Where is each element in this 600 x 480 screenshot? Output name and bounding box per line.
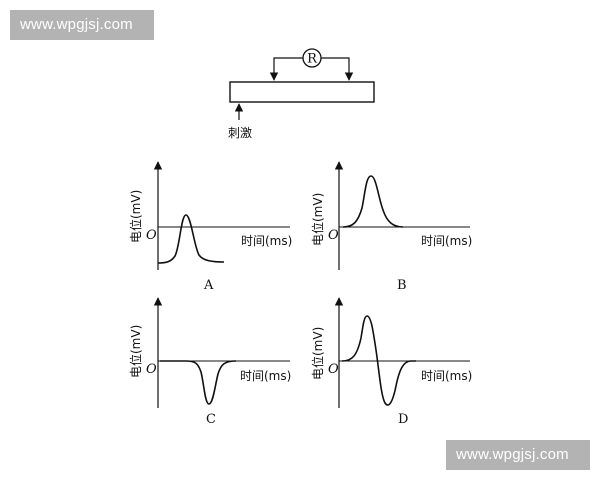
graph-c-curve [160, 360, 237, 405]
graph-d-label: D [398, 412, 408, 427]
graph-a-label: A [203, 278, 214, 293]
graph-a: 电位(mV) O 时间(ms) A [128, 161, 292, 293]
stimulus-label: 刺激 [228, 126, 252, 140]
graph-d-y-label: 电位(mV) [310, 327, 325, 380]
graph-c-label: C [206, 412, 216, 427]
graph-c-x-label: 时间(ms) [240, 369, 291, 383]
graph-c-origin: O [146, 362, 157, 377]
graph-d-origin: O [328, 362, 339, 377]
graph-b-origin: O [328, 228, 339, 243]
watermark-bottom: www.wpgjsj.com [446, 440, 590, 470]
graph-d-curve [341, 315, 416, 406]
graph-d-x-label: 时间(ms) [421, 369, 472, 383]
graph-c-y-label: 电位(mV) [128, 325, 143, 378]
graph-a-origin: O [146, 228, 157, 243]
graph-b-label: B [397, 278, 407, 293]
graph-b-y-label: 电位(mV) [310, 193, 325, 246]
graph-b: 电位(mV) O 时间(ms) B [310, 161, 472, 293]
graph-b-x-label: 时间(ms) [421, 234, 472, 248]
left-electrode-wire [269, 57, 303, 81]
graph-a-y-label: 电位(mV) [128, 190, 143, 243]
apparatus: R 刺激 [228, 48, 375, 140]
watermark-top: www.wpgjsj.com [10, 10, 154, 40]
meter-label: R [307, 52, 318, 67]
graph-b-curve [342, 175, 404, 228]
graph-a-curve [157, 214, 225, 264]
right-electrode-wire [321, 57, 354, 81]
graph-d: 电位(mV) O 时间(ms) D [310, 297, 472, 427]
nerve-fiber-bar [229, 81, 375, 103]
graph-a-x-label: 时间(ms) [241, 234, 292, 248]
graph-c: 电位(mV) O 时间(ms) C [128, 297, 291, 427]
